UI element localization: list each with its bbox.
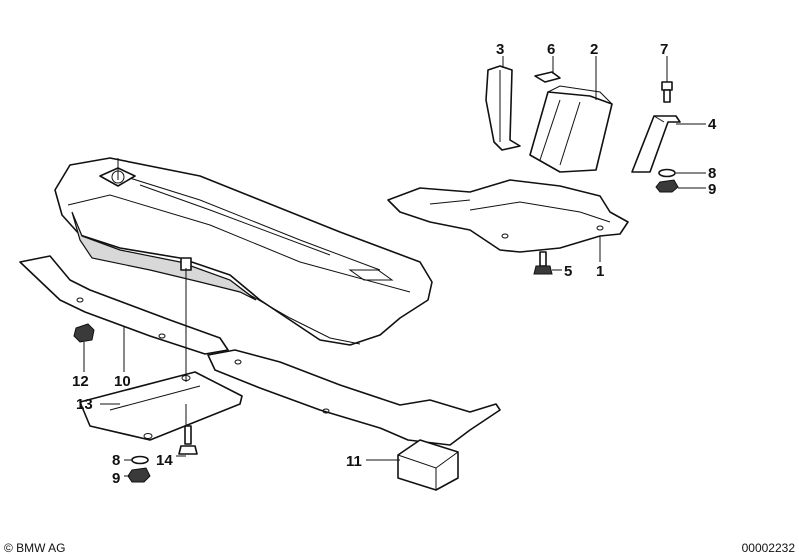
callout-labels: 3 6 2 7 4 8 9 5 1 12 10 13 8 14 9 11 (72, 41, 717, 487)
callout-8-lower: 8 (112, 452, 120, 469)
fuel-tank (54, 157, 433, 346)
clip-6 (534, 71, 561, 83)
callout-14: 14 (156, 452, 173, 469)
strap-11 (207, 349, 501, 491)
washer-8-upper (658, 168, 676, 178)
callout-4: 4 (708, 116, 717, 133)
callout-1: 1 (596, 263, 604, 280)
plate-13 (79, 371, 243, 441)
bracket-2 (529, 85, 613, 173)
callout-10: 10 (114, 373, 131, 390)
nut-9-lower (127, 467, 151, 483)
nut-12 (73, 323, 95, 343)
callout-13: 13 (76, 396, 93, 413)
bracket-3 (485, 65, 521, 151)
bracket-4 (631, 115, 681, 173)
callout-5: 5 (564, 263, 572, 280)
callout-2: 2 (590, 41, 598, 58)
document-number: 00002232 (741, 541, 795, 555)
leader-lines (83, 56, 706, 477)
callout-3: 3 (496, 41, 504, 58)
callout-8-upper: 8 (708, 165, 716, 182)
strap-10 (19, 255, 229, 355)
callout-11: 11 (346, 453, 362, 470)
washer-8-lower (131, 455, 149, 465)
copyright-notice: © BMW AG (4, 541, 66, 555)
bolt-7 (661, 81, 673, 103)
callout-9-lower: 9 (112, 470, 120, 487)
shield-1 (387, 179, 629, 253)
nut-9-upper (655, 179, 679, 193)
bolt-14 (178, 425, 198, 455)
callout-12: 12 (72, 373, 89, 390)
callout-9-upper: 9 (708, 181, 716, 198)
callout-7: 7 (660, 41, 668, 58)
callout-6: 6 (547, 41, 555, 58)
screw-5 (533, 251, 553, 275)
